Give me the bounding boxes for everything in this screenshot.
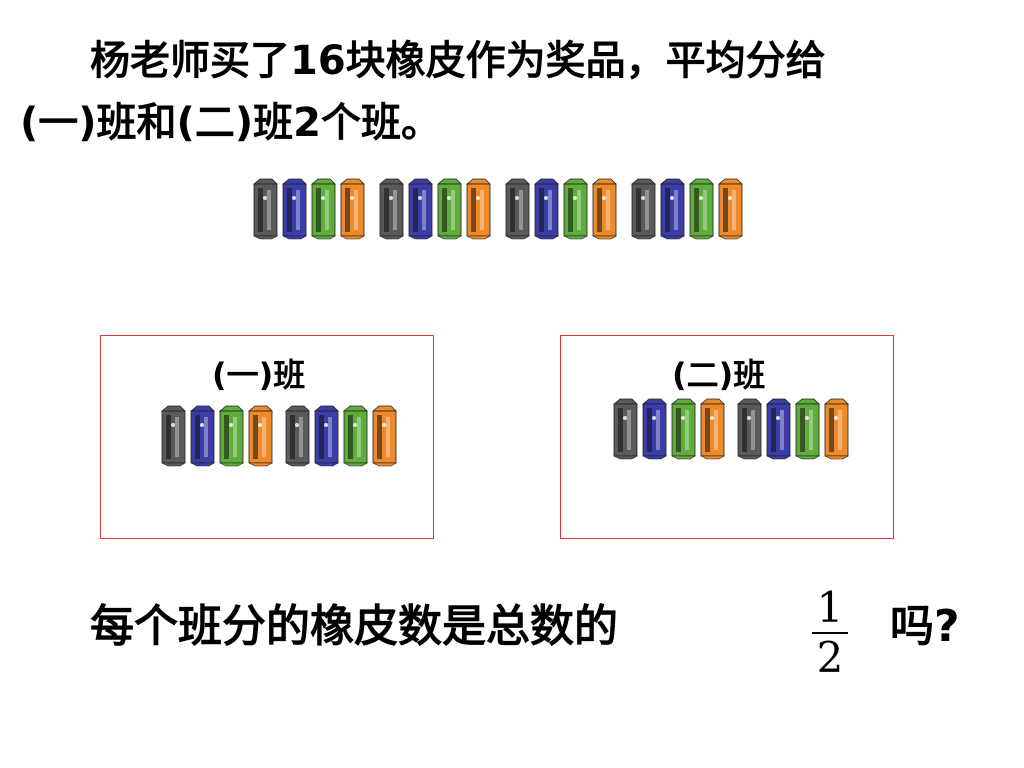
eraser-icon xyxy=(284,405,311,467)
eraser-icon xyxy=(313,405,340,467)
eraser-icon xyxy=(641,398,668,460)
fraction-denominator: 2 xyxy=(816,633,844,682)
problem-line-1: 杨老师买了16块橡皮作为奖品，平均分给 xyxy=(90,38,826,84)
eraser-icon xyxy=(630,178,657,240)
eraser-icon xyxy=(436,178,463,240)
question-text: 每个班分的橡皮数是总数的 xyxy=(90,601,618,652)
eraser-icon xyxy=(670,398,697,460)
eraser-icon xyxy=(342,405,369,467)
problem-line-2: (一)班和(二)班2个班。 xyxy=(20,100,441,146)
eraser-icon xyxy=(339,178,366,240)
eraser-icon xyxy=(252,178,279,240)
eraser-icon xyxy=(371,405,398,467)
fraction-bar xyxy=(812,632,848,634)
eraser-icon xyxy=(612,398,639,460)
eraser-icon xyxy=(247,405,274,467)
eraser-icon xyxy=(465,178,492,240)
fraction-one-half: 1 2 xyxy=(808,586,852,680)
eraser-icon xyxy=(823,398,850,460)
question-end: 吗? xyxy=(890,601,960,652)
eraser-icon xyxy=(765,398,792,460)
eraser-strip-class-1 xyxy=(160,405,400,467)
eraser-icon xyxy=(736,398,763,460)
eraser-icon xyxy=(281,178,308,240)
eraser-icon xyxy=(218,405,245,467)
eraser-icon xyxy=(659,178,686,240)
eraser-icon xyxy=(160,405,187,467)
eraser-icon xyxy=(378,178,405,240)
eraser-icon xyxy=(794,398,821,460)
eraser-strip-all xyxy=(252,178,746,240)
eraser-icon xyxy=(591,178,618,240)
eraser-icon xyxy=(504,178,531,240)
eraser-icon xyxy=(699,398,726,460)
eraser-icon xyxy=(533,178,560,240)
eraser-icon xyxy=(562,178,589,240)
class-2-label: (二)班 xyxy=(672,356,766,394)
eraser-strip-class-2 xyxy=(612,398,852,460)
eraser-icon xyxy=(717,178,744,240)
eraser-icon xyxy=(407,178,434,240)
fraction-numerator: 1 xyxy=(816,583,844,632)
eraser-icon xyxy=(688,178,715,240)
eraser-icon xyxy=(189,405,216,467)
class-1-label: (一)班 xyxy=(212,356,306,394)
eraser-icon xyxy=(310,178,337,240)
